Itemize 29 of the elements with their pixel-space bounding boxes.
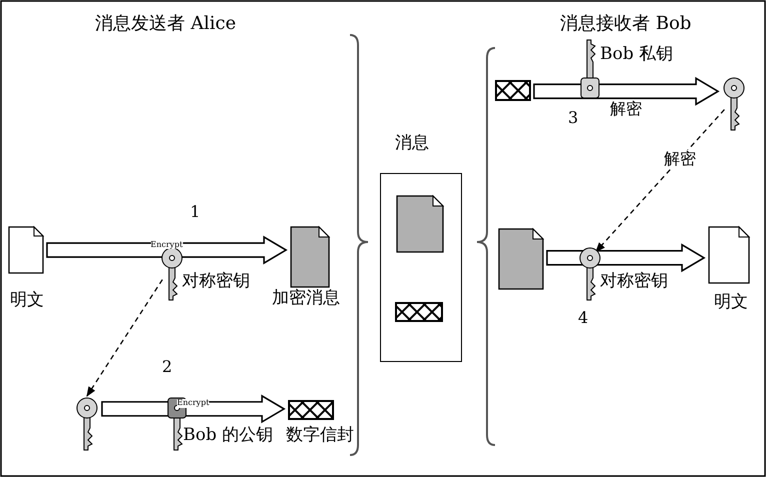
edge-label: Encrypt [150, 240, 183, 250]
node-label: 数字信封 [286, 425, 354, 445]
node-label: 明文 [10, 290, 44, 310]
envelope-icon [395, 302, 443, 322]
key-icon [722, 76, 746, 132]
document-icon [396, 195, 444, 253]
edge-label: Encrypt [177, 399, 210, 408]
dashed-arrow [86, 279, 163, 397]
section-title: 消息发送者 Alice [95, 14, 236, 34]
hollow-arrow [46, 236, 288, 264]
dashed-arrow [595, 109, 725, 252]
hollow-arrow [533, 76, 720, 106]
document-icon [498, 228, 544, 290]
step-number: 1 [190, 202, 200, 222]
key-icon [75, 396, 99, 452]
step-number: 2 [162, 357, 172, 377]
node-label: Bob 的公钥 [183, 425, 274, 445]
box-heading: 消息 [395, 133, 429, 153]
node-label: 明文 [714, 292, 748, 312]
edge-label: 解密 [610, 100, 642, 118]
node-label: 加密消息 [272, 288, 340, 308]
edge-label: 解密 [664, 150, 696, 168]
step-number: 4 [578, 308, 588, 328]
node-label: 对称密钥 [182, 271, 250, 291]
envelope-icon [495, 80, 531, 101]
node-label: 对称密钥 [600, 271, 668, 291]
step-number: 3 [568, 108, 578, 128]
section-title: 消息接收者 Bob [560, 14, 692, 34]
node-label: Bob 私钥 [600, 44, 674, 64]
